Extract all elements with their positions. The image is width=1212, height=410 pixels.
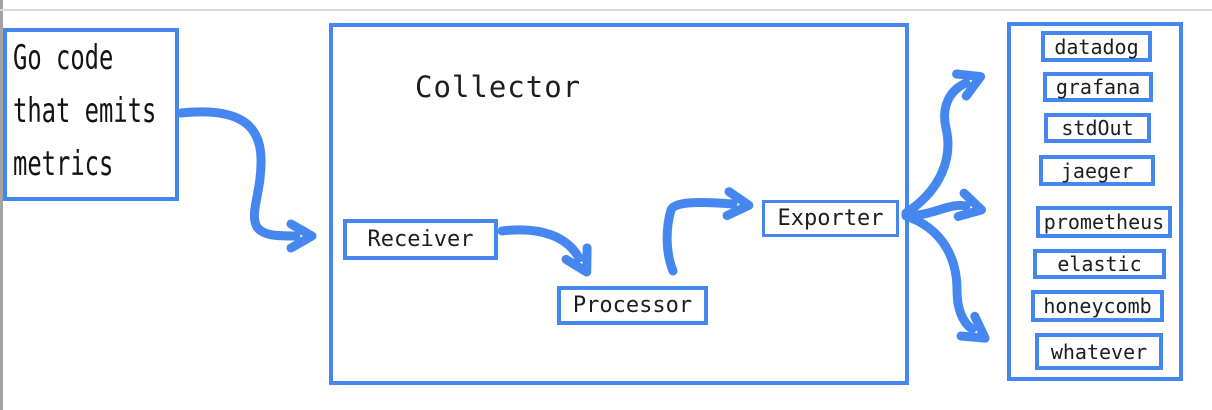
destination-datadog: datadog: [1041, 31, 1152, 62]
destination-jaeger: jaeger: [1039, 155, 1155, 186]
processor-label: Processor: [572, 293, 693, 318]
arrow-exporter-fan-top: [901, 69, 986, 218]
destination-label: elastic: [1057, 252, 1142, 276]
destination-label: jaeger: [1060, 158, 1134, 183]
destination-label: honeycomb: [1043, 294, 1152, 318]
processor-box: Processor: [557, 286, 708, 325]
source-code-label: Go code that emits metrics: [13, 38, 157, 184]
arrow-exporter-fan-middle: [901, 188, 987, 221]
exporter-label: Exporter: [777, 206, 884, 231]
destination-prometheus: prometheus: [1036, 206, 1172, 238]
exporter-box: Exporter: [762, 200, 899, 237]
receiver-label: Receiver: [367, 227, 474, 252]
destination-stdout: stdOut: [1044, 113, 1151, 143]
destination-label: prometheus: [1043, 210, 1165, 234]
arrow-source-to-collector: [176, 107, 317, 253]
destination-label: grafana: [1055, 75, 1141, 99]
source-code-box: [3, 28, 179, 201]
destination-label: stdOut: [1061, 116, 1134, 140]
destination-honeycomb: honeycomb: [1031, 290, 1164, 322]
destination-elastic: elastic: [1033, 249, 1166, 279]
destination-grafana: grafana: [1043, 72, 1153, 102]
top-divider-line: [0, 9, 1212, 11]
destination-whatever: whatever: [1035, 333, 1163, 370]
window-left-edge-line: [0, 0, 3, 410]
destination-label: datadog: [1054, 34, 1139, 59]
destination-label: whatever: [1050, 339, 1148, 364]
receiver-box: Receiver: [343, 219, 498, 260]
collector-title: Collector: [415, 70, 582, 104]
arrow-exporter-fan-bottom: [901, 211, 990, 343]
